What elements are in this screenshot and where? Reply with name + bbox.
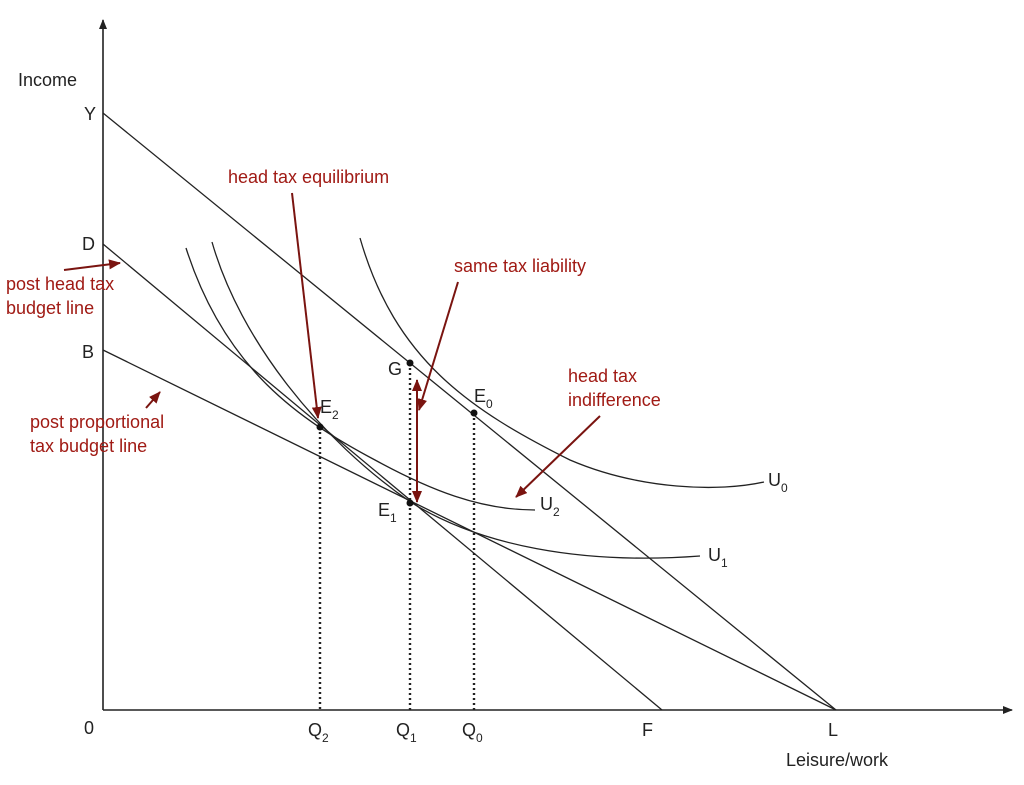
point-E2-label: E2 bbox=[320, 397, 339, 422]
point-L-label: L bbox=[828, 720, 838, 740]
x-axis-label: Leisure/work bbox=[786, 750, 889, 770]
indifference-curve-U0 bbox=[359, 237, 765, 489]
point-G-label: G bbox=[388, 359, 402, 379]
indifference-curve-U2 bbox=[185, 247, 536, 511]
curve-U1-label: U1 bbox=[708, 545, 728, 570]
tick-Q2-label: Q2 bbox=[308, 720, 329, 745]
annotation-head-tax-equilibrium: head tax equilibrium bbox=[228, 167, 389, 187]
arrow-head-tax-equilibrium bbox=[291, 192, 322, 419]
annotation-same-tax-liability: same tax liability bbox=[454, 256, 586, 276]
point-E1-dot bbox=[406, 499, 414, 507]
arrow-head-tax-indifference bbox=[515, 415, 601, 498]
point-B-label: B bbox=[82, 342, 94, 362]
annotation-head-tax-indifference: head tax indifference bbox=[568, 366, 661, 410]
curve-U0-label: U0 bbox=[768, 470, 788, 495]
point-E1-label: E1 bbox=[378, 500, 397, 525]
tick-Q1-label: Q1 bbox=[396, 720, 417, 745]
point-E0-dot bbox=[470, 409, 478, 417]
point-F-label: F bbox=[642, 720, 653, 740]
arrow-post-head-tax-budget-line bbox=[63, 259, 121, 271]
point-G-dot bbox=[406, 359, 414, 367]
y-axis-label: Income bbox=[18, 70, 77, 90]
point-Y-label: Y bbox=[84, 104, 96, 124]
budget-line-YL bbox=[102, 112, 837, 711]
point-E2-dot bbox=[316, 423, 324, 431]
annotation-post-head-tax-budget-line: post head tax budget line bbox=[6, 274, 119, 318]
origin-label: 0 bbox=[84, 718, 94, 738]
arrow-post-proportional-tax-budget-line bbox=[145, 391, 161, 409]
point-D-label: D bbox=[82, 234, 95, 254]
curve-U2-label: U2 bbox=[540, 494, 560, 519]
tick-Q0-label: Q0 bbox=[462, 720, 483, 745]
budget-line-DF bbox=[102, 243, 663, 711]
annotation-post-proportional-tax-budget-line: post proportional tax budget line bbox=[30, 412, 169, 456]
arrow-same-tax-liability bbox=[417, 281, 459, 411]
point-E0-label: E0 bbox=[474, 386, 493, 411]
